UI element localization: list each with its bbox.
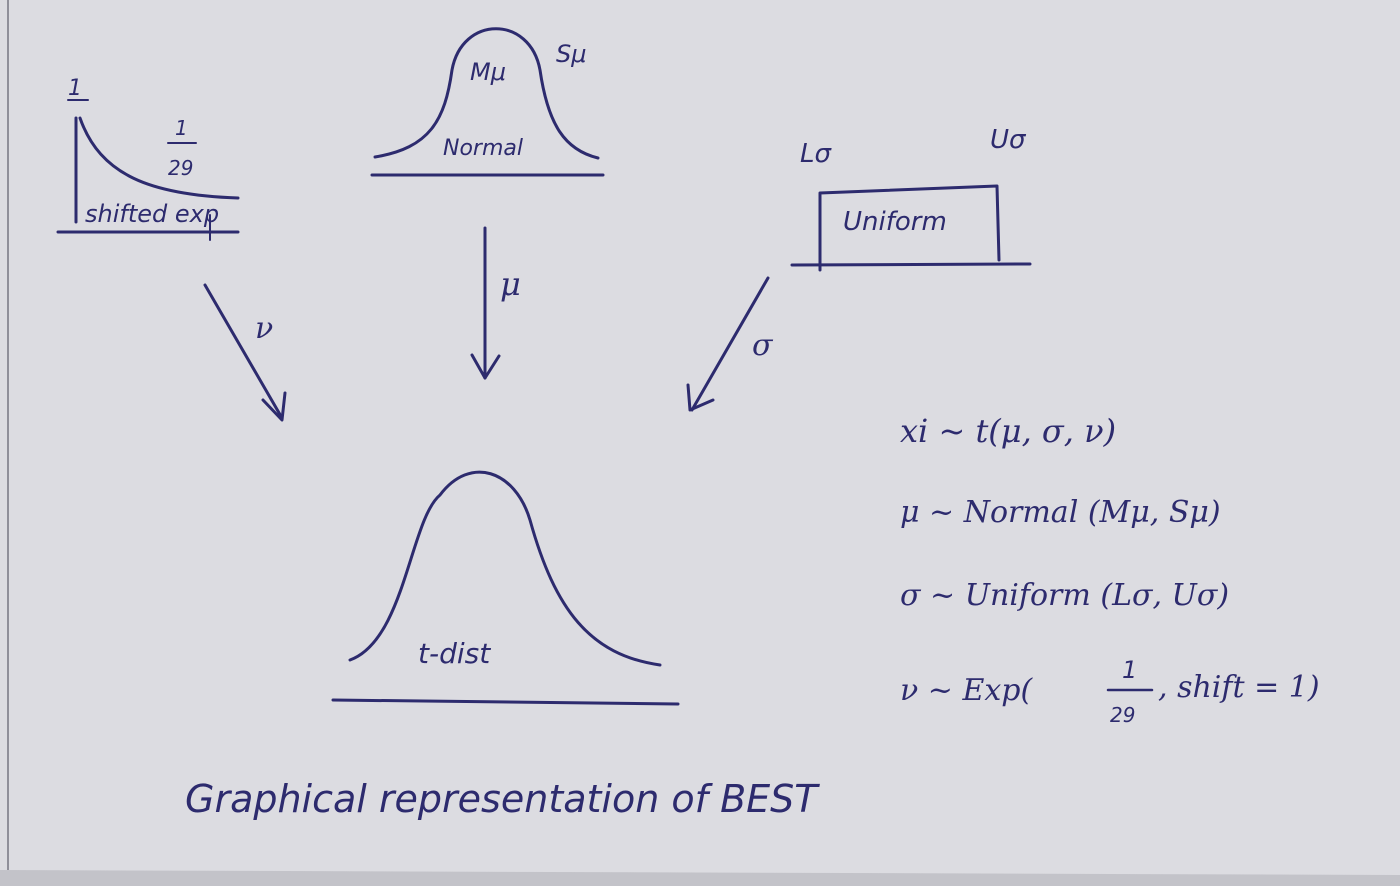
normal-sd-label: Sμ xyxy=(556,40,587,68)
t-node xyxy=(331,470,680,706)
caption: Graphical representation of BEST xyxy=(185,777,820,821)
arrow-nu-shaft xyxy=(203,283,284,420)
uniform-upper-label: Uσ xyxy=(990,125,1027,155)
exp-label: shifted exp xyxy=(85,200,219,228)
model-line-4-prefix: ν ~ Exp( xyxy=(900,673,1033,708)
arrow-mu xyxy=(470,226,501,380)
t-curve xyxy=(348,470,662,667)
normal-label: Normal xyxy=(443,136,523,161)
arrow-sigma-head xyxy=(686,383,715,412)
arrow-nu-label: ν xyxy=(255,311,273,346)
exp-node xyxy=(56,99,240,241)
exp-peak-label: 1 xyxy=(68,76,82,101)
arrow-nu xyxy=(203,283,287,422)
normal-node xyxy=(370,27,605,177)
arrow-sigma-shaft xyxy=(690,276,770,412)
uniform-node xyxy=(790,184,1032,272)
uniform-box xyxy=(818,184,1001,272)
uniform-lower-label: Lσ xyxy=(800,139,832,169)
model-line-4-numerator: 1 xyxy=(1122,656,1137,684)
normal-mean-label: Mμ xyxy=(470,58,506,86)
model-line-4-suffix: , shift = 1) xyxy=(1158,670,1320,705)
t-label: t-dist xyxy=(418,637,491,670)
uniform-label: Uniform xyxy=(843,207,947,237)
arrow-nu-head xyxy=(261,391,287,422)
arrow-mu-head xyxy=(470,353,501,380)
model-line-1: xi ~ t(μ, σ, ν) xyxy=(900,412,1116,450)
model-line-3: σ ~ Uniform (Lσ, Uσ) xyxy=(900,578,1229,613)
t-baseline xyxy=(331,698,680,706)
exp-rate-denominator: 29 xyxy=(168,156,193,180)
normal-curve xyxy=(373,27,600,160)
exp-rate-numerator: 1 xyxy=(175,116,188,140)
uniform-baseline xyxy=(790,262,1032,267)
arrow-mu-label: μ xyxy=(500,265,521,303)
arrow-sigma xyxy=(686,276,770,412)
model-line-2: μ ~ Normal (Mμ, Sμ) xyxy=(900,495,1221,530)
model-line-4-denominator: 29 xyxy=(1110,703,1135,727)
arrow-sigma-label: σ xyxy=(752,328,774,363)
exp-curve xyxy=(78,116,240,200)
